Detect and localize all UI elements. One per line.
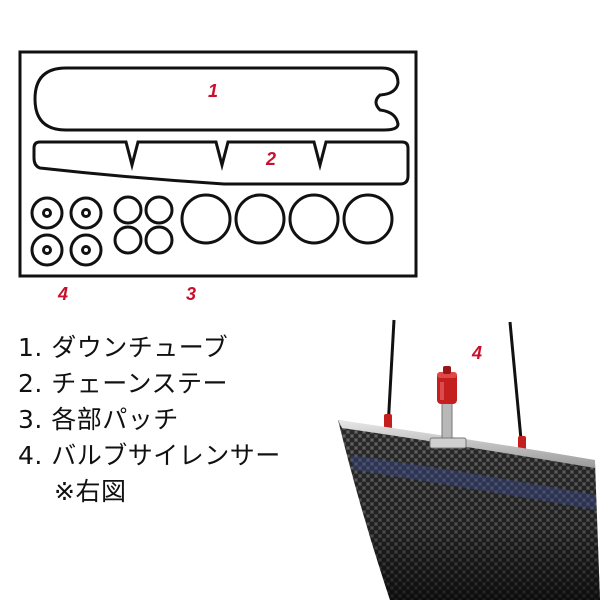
legend-item-downtube: 1. ダウンチューブ bbox=[18, 333, 229, 362]
legend-item-patches: 3. 各部パッチ bbox=[18, 405, 179, 434]
valve-nut bbox=[429, 437, 467, 449]
callout-part-4: 4 bbox=[58, 284, 69, 304]
callout-part-1: 1 bbox=[208, 81, 219, 101]
callout-part-2: 2 bbox=[266, 149, 277, 169]
valve-ring bbox=[69, 196, 103, 230]
valve-ring-hole bbox=[81, 208, 91, 218]
patch-large bbox=[180, 193, 232, 245]
sheet-border bbox=[18, 50, 418, 278]
patch-small bbox=[113, 195, 143, 225]
patch-large bbox=[342, 193, 394, 245]
valve-ring bbox=[30, 233, 64, 267]
valve-ring bbox=[69, 233, 103, 267]
spoke-right bbox=[508, 321, 524, 451]
legend-note: ※右図 bbox=[54, 477, 127, 506]
valve-silencer-sticker-group bbox=[30, 196, 103, 267]
patch-sticker-group bbox=[113, 193, 394, 255]
rim-valve-photo bbox=[338, 319, 600, 600]
legend-item-chainstay: 2. チェーンステー bbox=[18, 369, 229, 398]
patch-small bbox=[144, 225, 174, 255]
valve-stem bbox=[441, 397, 453, 443]
valve-ring-hole bbox=[81, 245, 91, 255]
callout-photo-part-4: 4 bbox=[472, 343, 483, 363]
callout-part-3: 3 bbox=[186, 284, 197, 304]
valve-ring bbox=[30, 196, 64, 230]
parts-legend: 1. ダウンチューブ 2. チェーンステー 3. 各部パッチ 4. バルブサイレ… bbox=[18, 330, 281, 510]
patch-small bbox=[144, 195, 174, 225]
valve-ring-hole bbox=[42, 245, 52, 255]
patch-large bbox=[234, 193, 286, 245]
valve-ring-hole bbox=[42, 208, 52, 218]
patch-small bbox=[113, 225, 143, 255]
patch-large bbox=[288, 193, 340, 245]
chainstay-sticker-shape bbox=[32, 140, 410, 186]
legend-item-valve-silencer: 4. バルブサイレンサー bbox=[18, 441, 281, 470]
sticker-sheet-diagram bbox=[18, 50, 418, 278]
downtube-sticker-shape bbox=[33, 66, 400, 132]
spoke-left bbox=[386, 319, 396, 429]
